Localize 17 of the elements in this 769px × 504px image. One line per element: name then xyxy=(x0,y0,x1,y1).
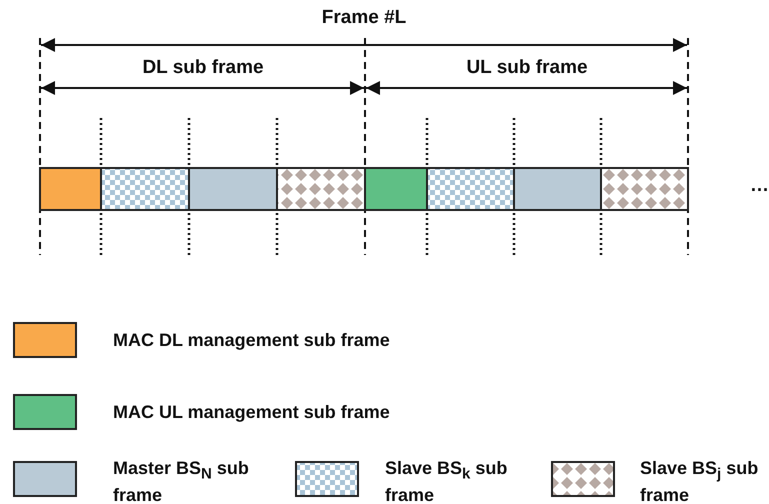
sub-frame-segment xyxy=(426,167,515,211)
legend-text: MAC DL management sub frame xyxy=(113,330,391,351)
sub-frame-label: DL sub frame xyxy=(142,57,264,79)
ellipsis: … xyxy=(750,175,769,197)
legend-text: Master BS$_{N}$ sub frame xyxy=(113,458,250,504)
sub-frame-segment xyxy=(364,167,428,211)
sub-frame-segment xyxy=(188,167,278,211)
sub-frame-segment xyxy=(39,167,102,211)
legend-text: Slave BS$_{k}$ sub frame xyxy=(385,458,508,504)
legend-text: Slave BS$_{j}$ sub frame xyxy=(640,458,760,504)
sub-frame-segment xyxy=(600,167,689,211)
legend-text: MAC UL management sub frame xyxy=(113,402,391,423)
sub-frame-label: UL sub frame xyxy=(466,57,588,79)
frame-label: Frame #L xyxy=(322,7,406,29)
sub-frame-segment xyxy=(100,167,190,211)
sub-frame-segment xyxy=(513,167,602,211)
sub-frame-segment xyxy=(276,167,366,211)
